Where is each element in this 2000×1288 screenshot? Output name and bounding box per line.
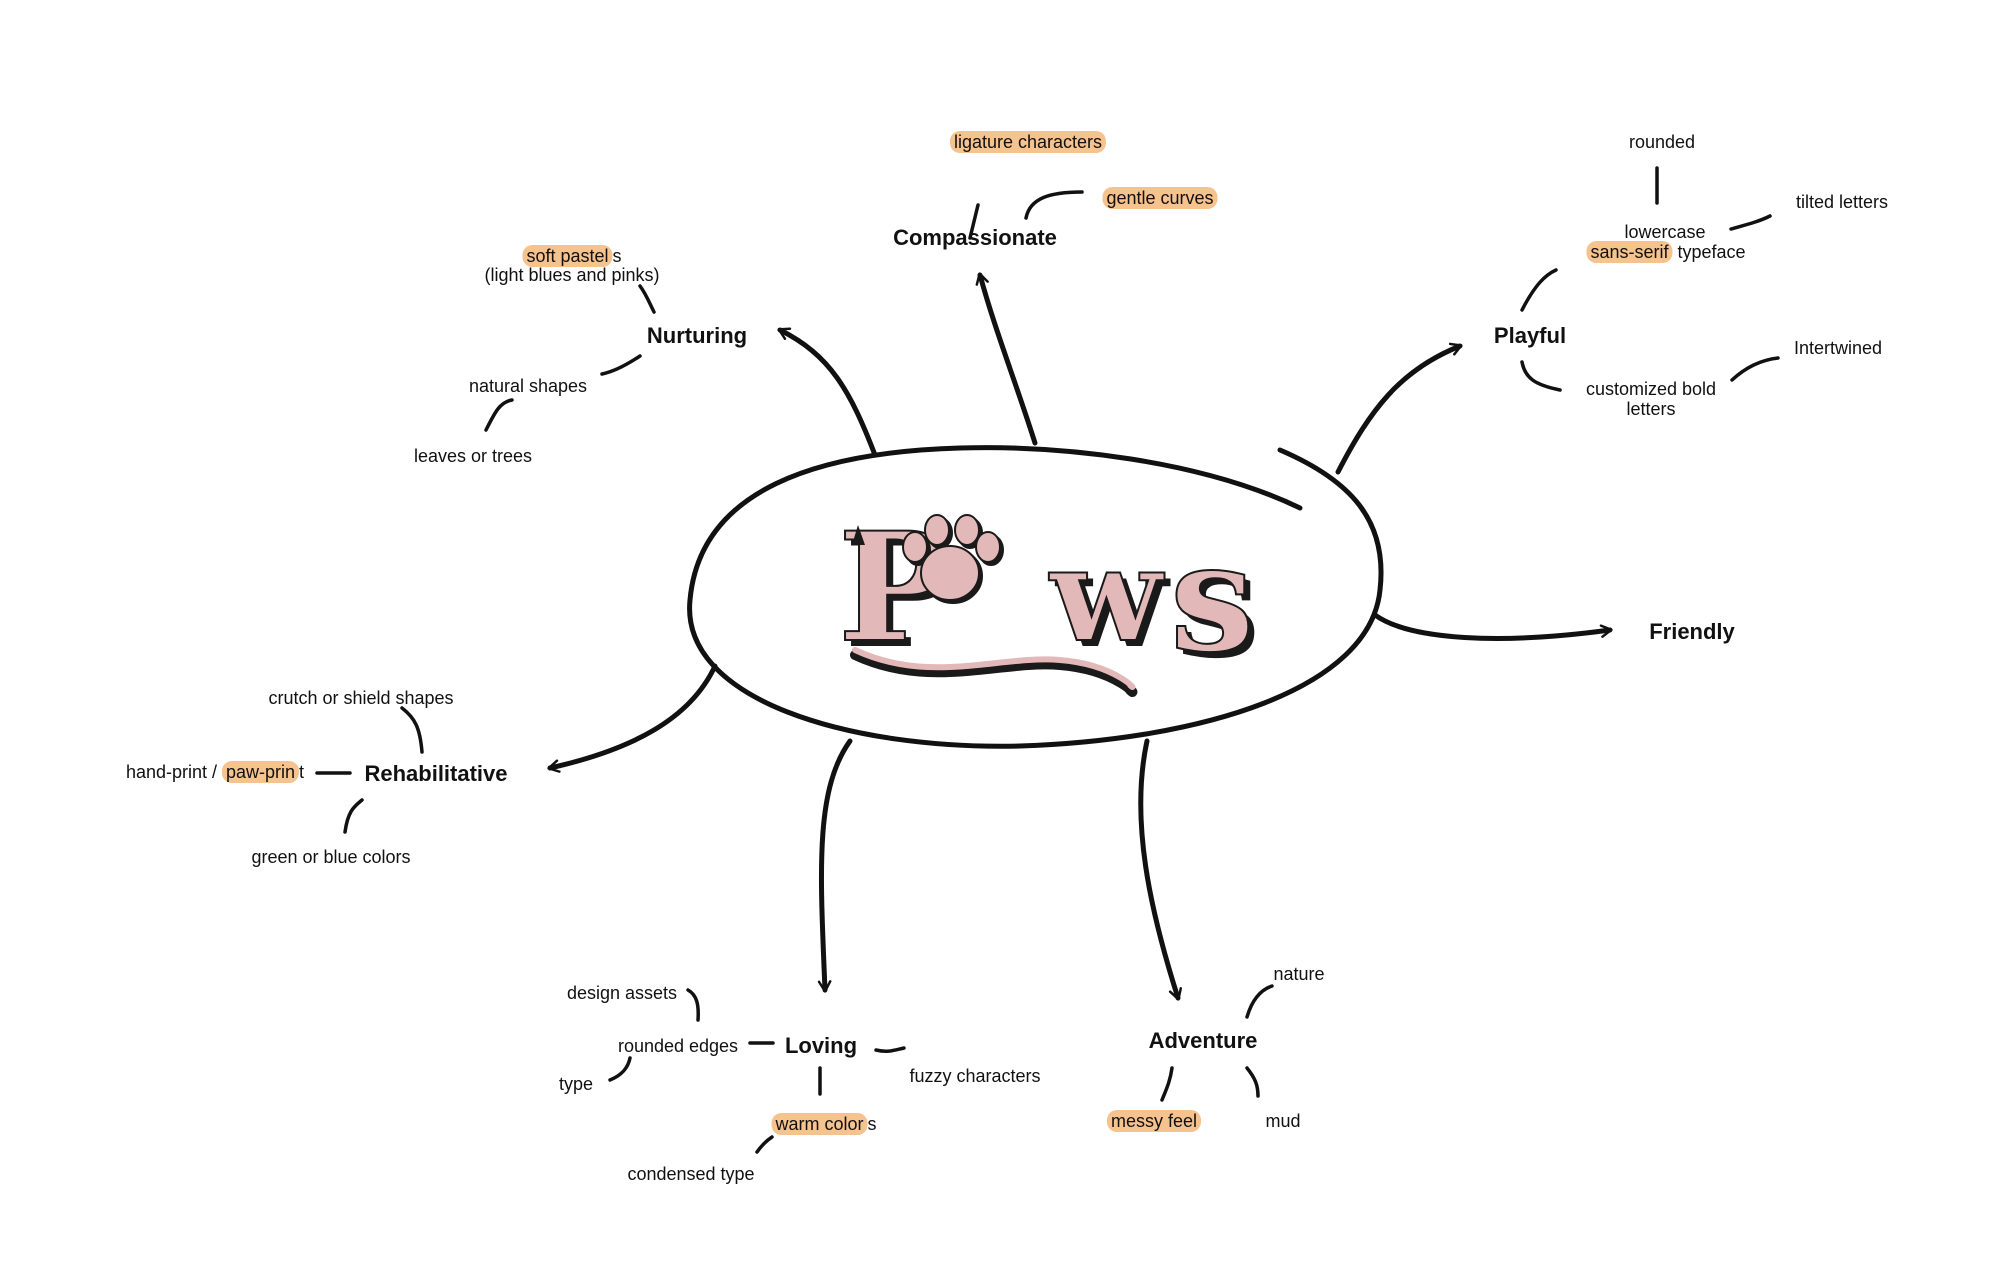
leaf-condensed-type: condensed type xyxy=(627,1164,755,1184)
hub-rehabilitative: Rehabilitative xyxy=(364,761,508,786)
leaf-rounded: rounded xyxy=(1628,132,1696,152)
leaf-lowercase: lowercase xyxy=(1624,222,1706,242)
leaf-rounded-edges: rounded edges xyxy=(617,1036,739,1056)
highlight: messy feel xyxy=(1106,1110,1202,1132)
arrow-to-nurturing xyxy=(777,327,878,458)
center-ellipse xyxy=(687,445,1384,749)
highlight: gentle curves xyxy=(1102,187,1218,209)
leaf-leaves-or-trees: leaves or trees xyxy=(413,446,533,466)
highlight: sans-serif xyxy=(1586,241,1673,263)
arrow-to-compassionate xyxy=(975,272,1038,446)
hub-compassionate: Compassionate xyxy=(893,225,1057,250)
leaf-green-or-blue: green or blue colors xyxy=(251,847,411,867)
svg-text:s: s xyxy=(1170,510,1254,686)
connector xyxy=(874,1046,906,1053)
connector xyxy=(484,398,514,432)
connector xyxy=(968,203,980,240)
leaf-soft-pastels-detail: (light blues and pinks) xyxy=(484,265,660,285)
leaf-design-assets: design assets xyxy=(566,983,678,1003)
leaf-nature: nature xyxy=(1273,964,1325,984)
leaf-customized-bold-letters: customized bold letters xyxy=(1585,379,1717,419)
paw-print-icon xyxy=(902,514,1004,604)
arrow-to-rehabilitative xyxy=(547,663,718,773)
svg-text:w: w xyxy=(1048,518,1165,671)
connector xyxy=(638,284,656,314)
leaf-fuzzy-characters: fuzzy characters xyxy=(909,1066,1041,1086)
connector xyxy=(755,1135,774,1154)
arrow-to-adventure xyxy=(1138,738,1183,1001)
connector xyxy=(343,798,364,834)
svg-text:s: s xyxy=(1176,516,1260,692)
highlight: ligature characters xyxy=(949,131,1107,153)
leaf-messy-feel: messy feel xyxy=(1106,1110,1202,1132)
leaf-text: hand-print / xyxy=(125,762,223,782)
connector xyxy=(400,706,424,754)
leaf-natural-shapes: natural shapes xyxy=(468,376,588,396)
leaf-text: t xyxy=(299,762,305,782)
connector xyxy=(1245,1066,1260,1098)
connector xyxy=(1245,984,1274,1019)
highlight: soft pastel xyxy=(522,245,613,267)
connector xyxy=(1520,360,1562,392)
leaf-gentle-curves: gentle curves xyxy=(1102,187,1218,209)
hub-friendly: Friendly xyxy=(1649,619,1735,644)
leaf-type: type xyxy=(558,1074,594,1094)
leaf-sans-serif-typeface: sans-serif typeface xyxy=(1586,241,1746,263)
paws-logo: P w s P w s xyxy=(837,499,1260,697)
leaf-text: s xyxy=(867,1114,877,1134)
connector xyxy=(1160,1066,1174,1102)
highlight: warm color xyxy=(771,1113,868,1135)
hub-adventure: Adventure xyxy=(1148,1028,1258,1053)
connector xyxy=(1730,356,1780,382)
connector xyxy=(686,988,700,1022)
hub-playful: Playful xyxy=(1493,323,1567,348)
leaf-crutch-or-shield: crutch or shield shapes xyxy=(268,688,454,708)
leaf-text: typeface xyxy=(1672,242,1746,262)
highlight: paw-prin xyxy=(222,761,300,783)
connector xyxy=(1520,268,1558,312)
leaf-text: s xyxy=(612,246,622,266)
hub-loving: Loving xyxy=(784,1033,858,1058)
leaf-mud: mud xyxy=(1265,1111,1301,1131)
leaf-ligature-characters: ligature characters xyxy=(949,131,1107,153)
connector xyxy=(1024,190,1084,220)
connector xyxy=(1729,214,1772,231)
arrow-to-playful xyxy=(1335,342,1463,475)
connector xyxy=(608,1056,632,1082)
hub-nurturing: Nurturing xyxy=(646,323,748,348)
arrow-to-loving xyxy=(817,738,853,993)
svg-text:w: w xyxy=(1054,524,1171,677)
leaf-tilted-letters: tilted letters xyxy=(1795,192,1889,212)
connector xyxy=(600,354,642,376)
arrow-to-friendly xyxy=(1372,612,1613,641)
leaf-intertwined: Intertwined xyxy=(1793,338,1883,358)
